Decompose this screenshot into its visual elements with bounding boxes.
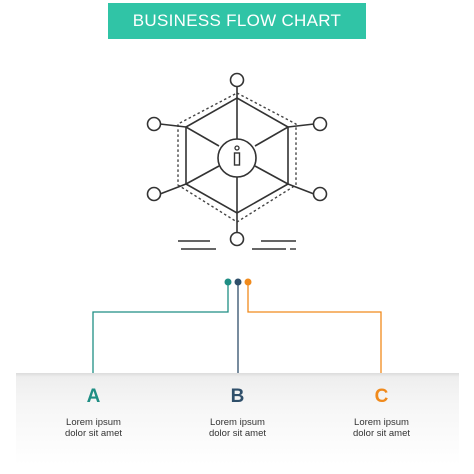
step-panel-c: C Lorem ipsum dolor sit amet	[304, 373, 459, 465]
node-bottom	[229, 231, 245, 247]
node-right-upper	[312, 116, 328, 132]
node-right-lower	[312, 186, 328, 202]
step-caption-a: Lorem ipsum dolor sit amet	[16, 417, 171, 439]
connector-dot-b	[234, 278, 242, 286]
title-banner: BUSINESS FLOW CHART	[108, 3, 366, 39]
step-panel-b: B Lorem ipsum dolor sit amet	[160, 373, 315, 465]
step-letter-b: B	[230, 386, 245, 407]
hexagon-spokes	[185, 98, 289, 213]
node-left-upper	[146, 116, 162, 132]
connector-a	[92, 284, 229, 382]
info-stem	[233, 152, 241, 166]
node-left-lower	[146, 186, 162, 202]
node-connectors	[159, 87, 315, 232]
step-caption-c-line2: dolor sit amet	[352, 428, 411, 439]
step-letter-c: C	[374, 386, 389, 407]
base-lines	[178, 240, 296, 250]
connector-c	[247, 284, 382, 382]
connector-dot-c	[244, 278, 252, 286]
info-dot	[234, 145, 240, 151]
node-top	[229, 72, 245, 88]
page-title: BUSINESS FLOW CHART	[132, 11, 342, 30]
step-caption-b-line1: Lorem ipsum	[210, 417, 265, 428]
info-center-circle	[217, 138, 257, 178]
step-caption-b: Lorem ipsum dolor sit amet	[160, 417, 315, 439]
step-panel-a: A Lorem ipsum dolor sit amet	[16, 373, 171, 465]
step-letter-a: A	[86, 386, 101, 407]
step-caption-b-line2: dolor sit amet	[208, 428, 267, 439]
step-caption-c-line1: Lorem ipsum	[354, 417, 409, 428]
step-caption-a-line1: Lorem ipsum	[66, 417, 121, 428]
step-caption-a-line2: dolor sit amet	[64, 428, 123, 439]
connector-dot-a	[224, 278, 232, 286]
step-caption-c: Lorem ipsum dolor sit amet	[304, 417, 459, 439]
